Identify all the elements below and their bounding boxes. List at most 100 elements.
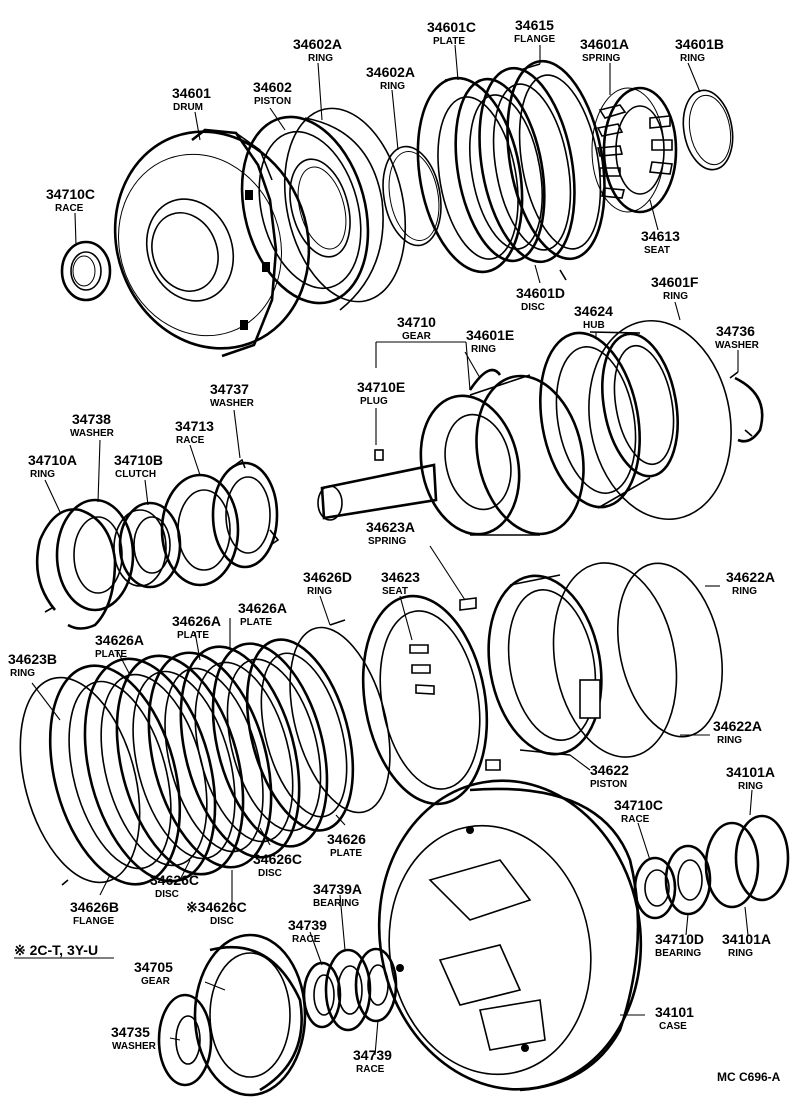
svg-text:SEAT: SEAT <box>382 586 408 597</box>
svg-text:RING: RING <box>738 781 763 792</box>
svg-text:34626: 34626 <box>327 831 366 847</box>
svg-text:RACE: RACE <box>176 435 205 446</box>
svg-text:RING: RING <box>732 586 757 597</box>
washer-34736-drawing <box>729 371 764 443</box>
svg-text:PLATE: PLATE <box>177 630 209 641</box>
svg-text:34626A: 34626A <box>95 632 144 648</box>
svg-text:34739A: 34739A <box>313 881 362 897</box>
svg-text:34710E: 34710E <box>357 379 405 395</box>
svg-text:GEAR: GEAR <box>141 976 171 987</box>
svg-text:34737: 34737 <box>210 381 249 397</box>
figure-code: MC C696-A <box>717 1070 781 1084</box>
svg-text:34623B: 34623B <box>8 651 57 667</box>
svg-text:FLANGE: FLANGE <box>73 916 114 927</box>
svg-text:34705: 34705 <box>134 959 173 975</box>
svg-text:BEARING: BEARING <box>313 898 359 909</box>
piston-34602-drawing <box>240 115 384 311</box>
svg-text:PISTON: PISTON <box>590 779 627 790</box>
svg-text:34101A: 34101A <box>726 764 775 780</box>
svg-text:34710: 34710 <box>397 314 436 330</box>
svg-text:34624: 34624 <box>574 303 613 319</box>
gear-34705-drawing <box>193 933 307 1097</box>
bearing-race-34739-drawing <box>302 947 398 1032</box>
svg-text:34626A: 34626A <box>172 613 221 629</box>
svg-text:FLANGE: FLANGE <box>514 34 555 45</box>
case-34101-drawing <box>377 779 643 1092</box>
drum-34601-drawing <box>113 128 311 358</box>
svg-text:RACE: RACE <box>356 1064 385 1075</box>
gear-34710-drawing <box>317 374 585 536</box>
svg-text:DISC: DISC <box>155 889 179 900</box>
race-34713-drawing <box>160 473 240 587</box>
svg-text:DRUM: DRUM <box>173 102 203 113</box>
svg-text:34710A: 34710A <box>28 452 77 468</box>
svg-text:34601: 34601 <box>172 85 211 101</box>
svg-text:34710C: 34710C <box>46 186 95 202</box>
svg-text:34626B: 34626B <box>70 899 119 915</box>
svg-text:RACE: RACE <box>55 203 84 214</box>
svg-text:WASHER: WASHER <box>210 398 255 409</box>
hub-34624-drawing <box>539 331 679 509</box>
rings-34101a-drawing <box>704 814 790 909</box>
svg-text:34101: 34101 <box>655 1004 694 1020</box>
svg-text:34710C: 34710C <box>614 797 663 813</box>
spring-seat-34601a-drawing <box>591 86 678 214</box>
svg-text:RING: RING <box>680 53 705 64</box>
svg-text:34739: 34739 <box>288 917 327 933</box>
svg-text:SEAT: SEAT <box>644 245 670 256</box>
svg-text:34710D: 34710D <box>655 931 704 947</box>
svg-text:34602A: 34602A <box>293 36 342 52</box>
ring-34626d-drawing <box>289 619 391 814</box>
svg-text:GEAR: GEAR <box>402 331 432 342</box>
svg-text:34736: 34736 <box>716 323 755 339</box>
svg-text:※34626C: ※34626C <box>186 899 247 915</box>
svg-text:SPRING: SPRING <box>582 53 621 64</box>
svg-text:PLUG: PLUG <box>360 396 388 407</box>
svg-text:34101A: 34101A <box>722 931 771 947</box>
rings-34622a-drawing <box>552 562 724 758</box>
svg-text:RING: RING <box>307 586 332 597</box>
svg-text:34601B: 34601B <box>675 36 724 52</box>
svg-text:PISTON: PISTON <box>254 96 291 107</box>
svg-text:RING: RING <box>308 53 333 64</box>
svg-text:RACE: RACE <box>621 814 650 825</box>
svg-text:CASE: CASE <box>659 1021 687 1032</box>
svg-text:SPRING: SPRING <box>368 536 407 547</box>
clutch-34710b-drawing <box>113 501 182 589</box>
svg-text:34713: 34713 <box>175 418 214 434</box>
ring-34601b-drawing <box>682 89 734 171</box>
svg-text:34622: 34622 <box>590 762 629 778</box>
svg-text:34626A: 34626A <box>238 600 287 616</box>
